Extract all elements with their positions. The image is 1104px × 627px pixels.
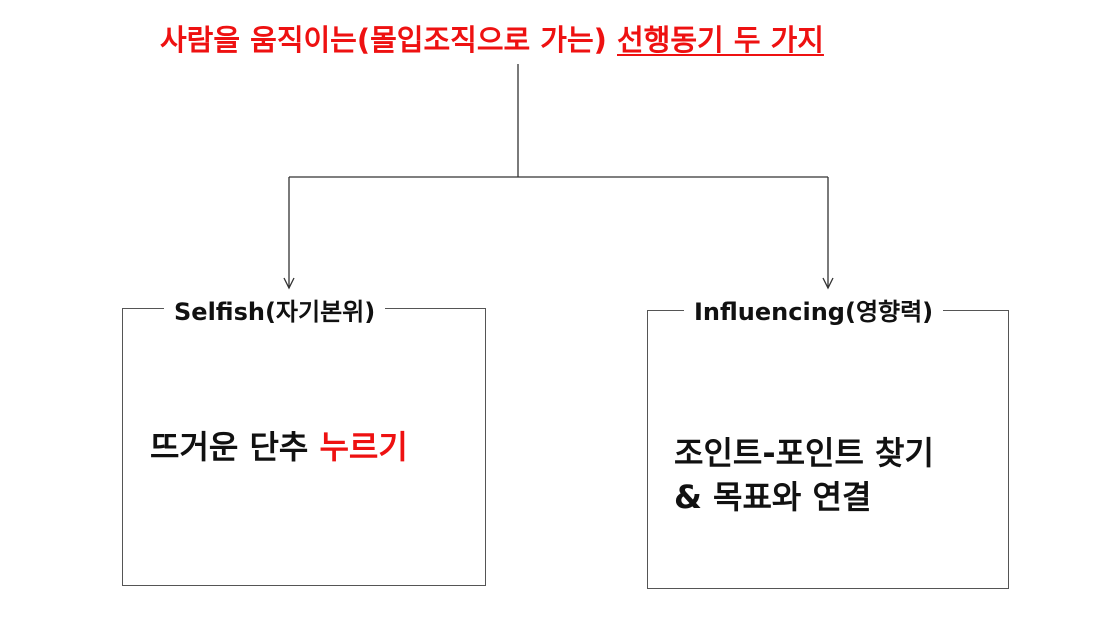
right-arrowhead bbox=[822, 277, 834, 290]
title-main-text: 사람을 움직이는(몰입조직으로 가는) bbox=[160, 23, 617, 57]
influencing-body-line2: & 목표와 연결 bbox=[674, 478, 872, 516]
title-emphasis-text: 선행동기 두 가지 bbox=[617, 23, 824, 57]
left-arrowhead bbox=[283, 277, 295, 290]
influencing-body-line1: 조인트-포인트 찾기 bbox=[674, 434, 934, 472]
influencing-label: Influencing(영향력) bbox=[684, 292, 944, 332]
diagram-title: 사람을 움직이는(몰입조직으로 가는) 선행동기 두 가지 bbox=[160, 20, 880, 60]
selfish-body-black: 뜨거운 단추 bbox=[150, 428, 320, 466]
selfish-label: Selfish(자기본위) bbox=[164, 292, 386, 332]
selfish-body: 뜨거운 단추 누르기 bbox=[150, 426, 408, 468]
selfish-body-red: 누르기 bbox=[319, 428, 408, 466]
